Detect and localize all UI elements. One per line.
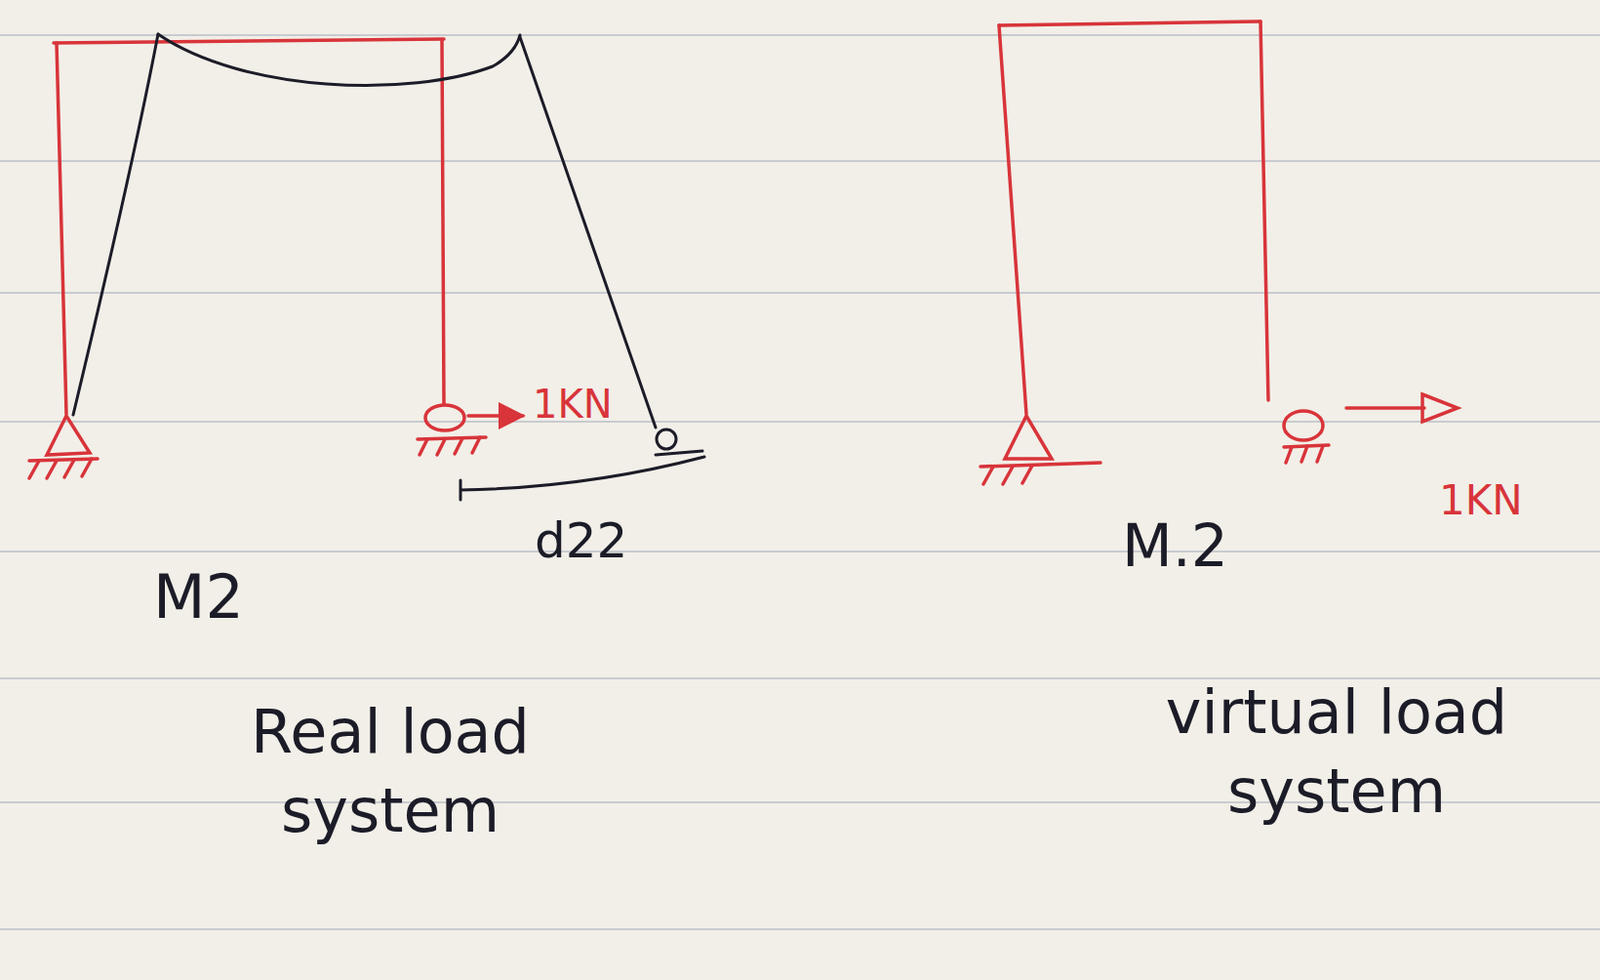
frame-beam bbox=[53, 39, 444, 43]
deflected-column bbox=[520, 37, 656, 428]
support-hatch bbox=[29, 458, 92, 479]
system-label: M2 bbox=[153, 558, 244, 638]
system-label: M.2 bbox=[1121, 507, 1229, 584]
deflected-column bbox=[73, 34, 159, 415]
arrow-head bbox=[1422, 394, 1458, 422]
virtual-frame bbox=[980, 21, 1458, 484]
support-hatch bbox=[983, 465, 1033, 484]
support-ground bbox=[980, 462, 1101, 467]
rule-line bbox=[0, 927, 1600, 930]
roller-support bbox=[425, 404, 465, 431]
dimension-line bbox=[460, 456, 705, 500]
load-label: 1KN bbox=[1439, 474, 1523, 528]
frame-column bbox=[1260, 21, 1269, 400]
rule-line bbox=[0, 550, 1600, 553]
support-hatch bbox=[1285, 445, 1323, 463]
load-label: 1KN bbox=[532, 378, 613, 430]
caption-text: Real load system bbox=[136, 692, 644, 850]
paper-rules bbox=[0, 35, 1600, 929]
caption-text: virtual load system bbox=[1082, 673, 1591, 831]
rule-line bbox=[0, 160, 1600, 162]
frame-column bbox=[441, 40, 444, 404]
pin-support bbox=[46, 415, 90, 455]
roller-support bbox=[1283, 410, 1323, 440]
load-arrow bbox=[468, 413, 523, 418]
dimension-label: d22 bbox=[534, 509, 628, 573]
load-arrow bbox=[1346, 405, 1425, 410]
rule-line bbox=[0, 291, 1600, 294]
rule-line bbox=[0, 34, 1600, 37]
deflected-beam bbox=[158, 34, 520, 85]
frame-column bbox=[999, 25, 1027, 414]
rule-line bbox=[0, 420, 1600, 423]
support-hatch bbox=[419, 437, 480, 455]
deflected-shape bbox=[73, 34, 705, 500]
frame-beam bbox=[999, 21, 1261, 26]
frame-column bbox=[56, 42, 67, 414]
roller-sketch bbox=[656, 429, 677, 449]
pin-support bbox=[1004, 415, 1052, 459]
support-ground bbox=[655, 450, 703, 455]
real-frame bbox=[29, 39, 523, 479]
